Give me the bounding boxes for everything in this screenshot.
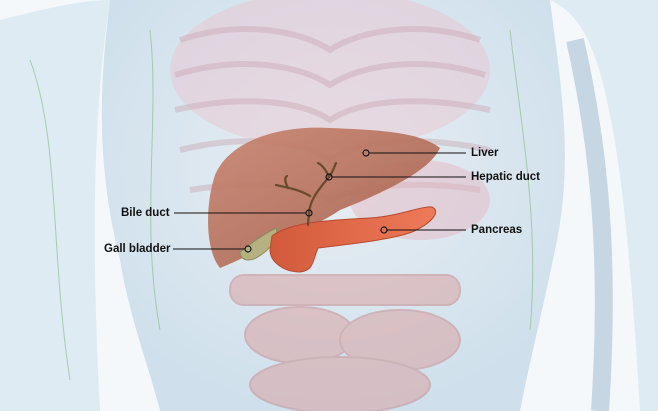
label-hepatic-duct: Hepatic duct — [471, 171, 541, 183]
label-pancreas: Pancreas — [471, 224, 523, 236]
label-liver: Liver — [471, 147, 499, 159]
lungs — [170, 0, 490, 150]
right-arm — [550, 0, 658, 411]
bile-ducts — [274, 161, 338, 227]
liver — [208, 127, 440, 268]
label-bile-duct: Bile duct — [121, 207, 170, 219]
marker-points — [244, 149, 388, 253]
label-gall-bladder: Gall bladder — [104, 243, 171, 255]
pancreas — [269, 206, 437, 273]
left-arm — [0, 0, 110, 411]
intestines — [229, 274, 461, 411]
leader-lines — [173, 152, 466, 250]
